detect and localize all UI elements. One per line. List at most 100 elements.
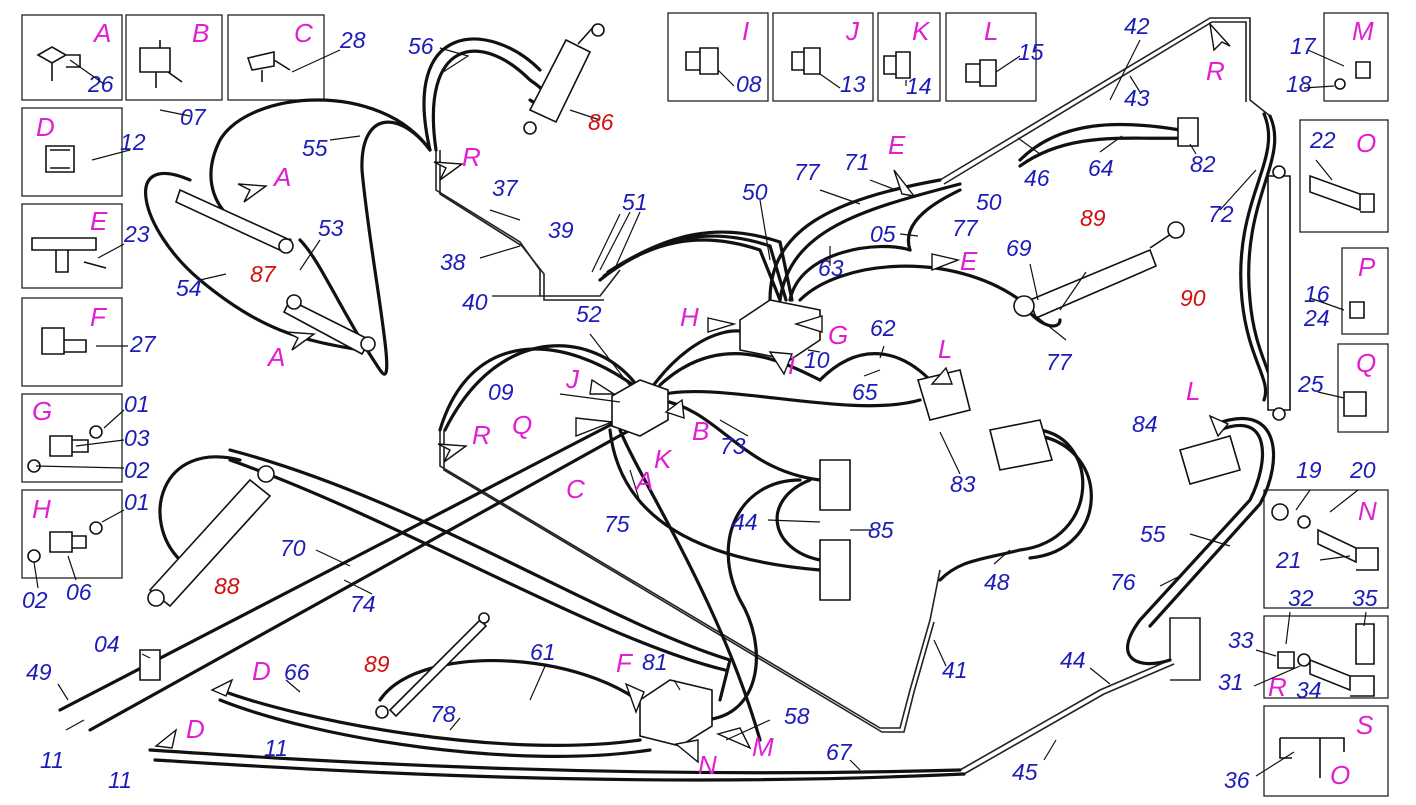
connector-K: K — [654, 444, 673, 474]
letter-E: E — [90, 206, 108, 236]
callout-08: 08 — [736, 71, 762, 97]
callout-02b: 02 — [22, 587, 48, 613]
callout-69: 69 — [1006, 235, 1032, 261]
callout-88: 88 — [214, 573, 240, 599]
callout-25: 25 — [1297, 371, 1324, 397]
callout-32: 32 — [1288, 585, 1314, 611]
callout-04: 04 — [94, 631, 120, 657]
callout-12: 12 — [120, 129, 146, 155]
inset-box-M: M 17 18 — [1286, 12, 1389, 102]
callout-63: 63 — [818, 255, 844, 281]
callout-81: 81 — [642, 649, 668, 675]
connector-G: G — [828, 320, 848, 350]
callout-54: 54 — [176, 275, 202, 301]
callout-70: 70 — [280, 535, 306, 561]
callout-23: 23 — [123, 221, 150, 247]
callout-62: 62 — [870, 315, 896, 341]
callout-05: 05 — [870, 221, 896, 247]
callout-40: 40 — [462, 289, 488, 315]
letter-D: D — [36, 112, 55, 142]
callout-44: 44 — [732, 509, 758, 535]
inset-box-N: N 19 20 21 — [1263, 457, 1389, 609]
callout-51: 51 — [622, 189, 648, 215]
inset-box-H: H 01 02 06 — [21, 489, 150, 613]
callout-31: 31 — [1218, 669, 1244, 695]
callout-34: 34 — [1296, 677, 1322, 703]
callout-41: 41 — [942, 657, 968, 683]
inset-box-S: S 36 O — [1224, 705, 1389, 797]
callout-77b: 77 — [952, 215, 979, 241]
callout-76: 76 — [1110, 569, 1136, 595]
inset-box-A: A 26 — [21, 14, 123, 101]
callout-66: 66 — [284, 659, 310, 685]
callout-15: 15 — [1018, 39, 1044, 65]
connector-D2: D — [186, 714, 205, 744]
hoses — [58, 37, 1277, 782]
connector-R3: R — [1206, 56, 1225, 86]
leader-lines — [33, 39, 1367, 777]
callout-50: 50 — [742, 179, 768, 205]
callout-86: 86 — [588, 109, 614, 135]
callout-83: 83 — [950, 471, 976, 497]
callout-27: 27 — [129, 331, 157, 357]
connector-C: C — [566, 474, 585, 504]
callout-42: 42 — [1124, 13, 1150, 39]
callout-45: 45 — [1012, 759, 1038, 785]
connector-R1: R — [462, 142, 481, 172]
callout-53: 53 — [318, 215, 344, 241]
callout-11c: 11 — [264, 735, 288, 761]
cylinder-86 — [523, 23, 605, 135]
callout-58: 58 — [784, 703, 810, 729]
callout-64: 64 — [1088, 155, 1114, 181]
connector-F: F — [616, 648, 634, 678]
inset-box-R: 32 35 33 31 R 34 — [1218, 585, 1389, 703]
callout-21: 21 — [1275, 547, 1302, 573]
letter-G: G — [32, 396, 52, 426]
rigid-pipes — [435, 17, 1271, 775]
callout-39: 39 — [548, 217, 574, 243]
callout-78: 78 — [430, 701, 456, 727]
cylinder-90 — [1267, 165, 1291, 421]
letter-O-sub: O — [1330, 760, 1350, 790]
callout-06: 06 — [66, 579, 92, 605]
callout-73: 73 — [720, 433, 746, 459]
callout-14: 14 — [906, 73, 932, 99]
letter-O: O — [1356, 128, 1376, 158]
inset-box-K: K 14 — [877, 12, 941, 102]
callout-77: 77 — [794, 159, 821, 185]
callout-22: 22 — [1309, 127, 1336, 153]
inset-box-B: B 07 — [125, 14, 223, 130]
callout-09: 09 — [488, 379, 514, 405]
callout-65: 65 — [852, 379, 878, 405]
callout-85: 85 — [868, 517, 894, 543]
callout-numbers: 56 55 53 54 37 38 39 40 51 50 50 77 77 7… — [26, 13, 1234, 793]
connector-E1: E — [888, 130, 906, 160]
connector-Q: Q — [512, 410, 532, 440]
letter-F: F — [90, 302, 108, 332]
fitting-04 — [139, 649, 161, 681]
inset-box-C: C 28 — [227, 14, 366, 101]
callout-71: 71 — [844, 149, 870, 175]
callout-19: 19 — [1296, 457, 1322, 483]
callout-84: 84 — [1132, 411, 1158, 437]
callout-17: 17 — [1290, 33, 1317, 59]
letter-Q: Q — [1356, 348, 1376, 378]
valve-block-09 — [611, 379, 669, 437]
letter-M: M — [1352, 16, 1374, 46]
callout-16: 16 — [1304, 281, 1330, 307]
letter-I: I — [742, 16, 749, 46]
callout-77c: 77 — [1046, 349, 1073, 375]
letter-R: R — [1268, 672, 1287, 702]
letter-P: P — [1358, 252, 1376, 282]
valve-block-10 — [739, 299, 821, 361]
connector-D1: D — [252, 656, 271, 686]
callout-82: 82 — [1190, 151, 1216, 177]
connector-L1: L — [938, 334, 952, 364]
callout-72: 72 — [1208, 201, 1234, 227]
marker-arrows — [154, 21, 1231, 764]
inset-box-I: I 08 — [667, 12, 769, 102]
callout-35: 35 — [1352, 585, 1378, 611]
callout-46: 46 — [1024, 165, 1050, 191]
